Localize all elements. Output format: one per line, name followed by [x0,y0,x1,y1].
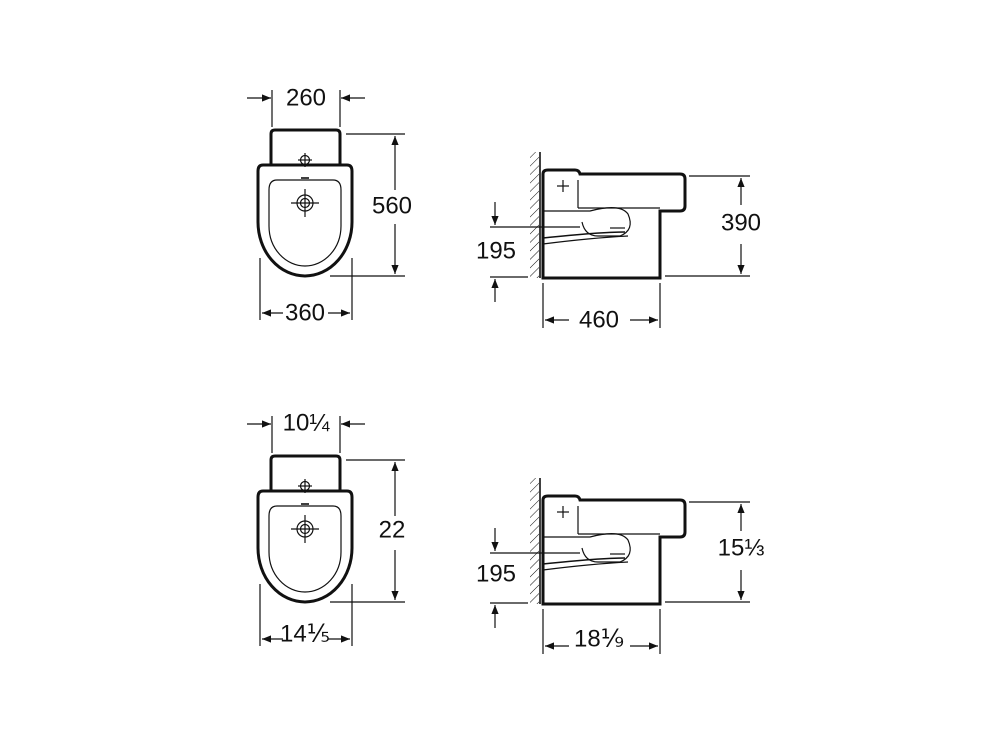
dim-side-depth: 460 [579,306,619,333]
imperial-drawing: 10¼ 22 14⅕ 195 15⅓ 18⅑ [247,409,764,654]
dim-side-outlet-height: 195 [476,560,516,587]
dim-side-depth: 18⅑ [574,625,624,652]
dim-front-top-width: 260 [286,84,326,111]
dim-side-height: 15⅓ [718,534,765,561]
dim-front-height: 22 [379,516,406,543]
metric-drawing: 260 560 360 195 390 460 [247,84,761,333]
dim-front-top-width: 10¼ [283,409,331,436]
dim-side-height: 390 [721,209,761,236]
dim-front-bowl-width: 360 [285,299,325,326]
dim-side-outlet-height: 195 [476,237,516,264]
dim-front-height: 560 [372,192,412,219]
dim-front-bowl-width: 14⅕ [280,620,330,647]
